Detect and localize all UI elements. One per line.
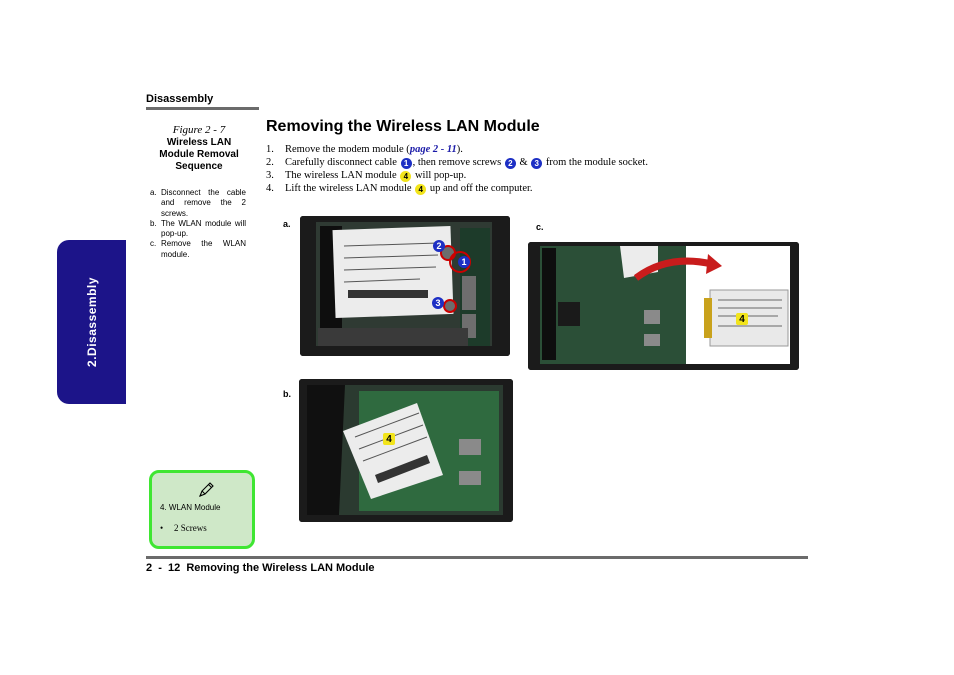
step-item: 1. Remove the modem module (page 2 - 11)… — [266, 144, 463, 155]
footer-rule — [146, 556, 808, 559]
step-item: 3. The wireless LAN module 4 will pop-up… — [266, 170, 467, 182]
header-rule — [146, 107, 259, 110]
section-header: Disassembly — [146, 93, 214, 105]
callout-badge: 4 — [400, 171, 412, 182]
photo-b: 4 — [299, 379, 513, 522]
note-box: 4. WLAN Module •2 Screws — [149, 470, 255, 549]
figure-caption: Figure 2 - 7 Wireless LAN Module Removal… — [150, 124, 248, 173]
figure-title: Wireless LAN Module Removal Sequence — [159, 137, 239, 172]
photo-a-illustration: 2 1 3 — [300, 216, 510, 356]
figure-number: Figure 2 - 7 — [172, 124, 226, 136]
step-item: 4. Lift the wireless LAN module 4 up and… — [266, 183, 533, 195]
callout-badge: 4 — [415, 184, 427, 195]
note-item: •2 Screws — [160, 523, 207, 533]
callout-badge: 2 — [504, 158, 516, 169]
figure-note: b.The WLAN module will pop-up. — [150, 218, 246, 239]
photo-c-callout: 4 — [739, 314, 745, 325]
photo-b-illustration: 4 — [299, 379, 513, 522]
pencil-icon — [199, 482, 214, 497]
photo-c-illustration: 4 — [528, 242, 799, 370]
side-tab-label: 2.Disassembly — [84, 277, 99, 367]
callout-badge: 3 — [531, 158, 543, 169]
photo-c: 4 — [528, 242, 799, 370]
photo-a: 2 1 3 — [300, 216, 510, 356]
photo-a-label: a. — [283, 219, 291, 229]
photo-a-callout: 1 — [461, 257, 466, 267]
page-title: Removing the Wireless LAN Module — [266, 118, 540, 135]
photo-b-label: b. — [283, 389, 291, 399]
callout-badge: 1 — [400, 158, 412, 169]
photo-c-label: c. — [536, 222, 544, 232]
photo-b-callout: 4 — [386, 434, 392, 445]
side-tab[interactable]: 2.Disassembly — [57, 240, 126, 404]
figure-notes: a.Disconnect the cable and remove the 2 … — [150, 188, 246, 260]
photo-a-callout: 3 — [435, 298, 440, 308]
page-footer: 2 - 12 Removing the Wireless LAN Module — [146, 562, 375, 574]
note-title: 4. WLAN Module — [160, 503, 221, 512]
photo-a-callout: 2 — [436, 241, 441, 251]
figure-note: a.Disconnect the cable and remove the 2 … — [150, 188, 246, 218]
steps-list: 1. Remove the modem module (page 2 - 11)… — [266, 143, 648, 195]
figure-note: c.Remove the WLAN module. — [150, 239, 246, 259]
step-item: 2. Carefully disconnect cable 1, then re… — [266, 157, 648, 169]
page-link[interactable]: page 2 - 11 — [409, 144, 457, 155]
